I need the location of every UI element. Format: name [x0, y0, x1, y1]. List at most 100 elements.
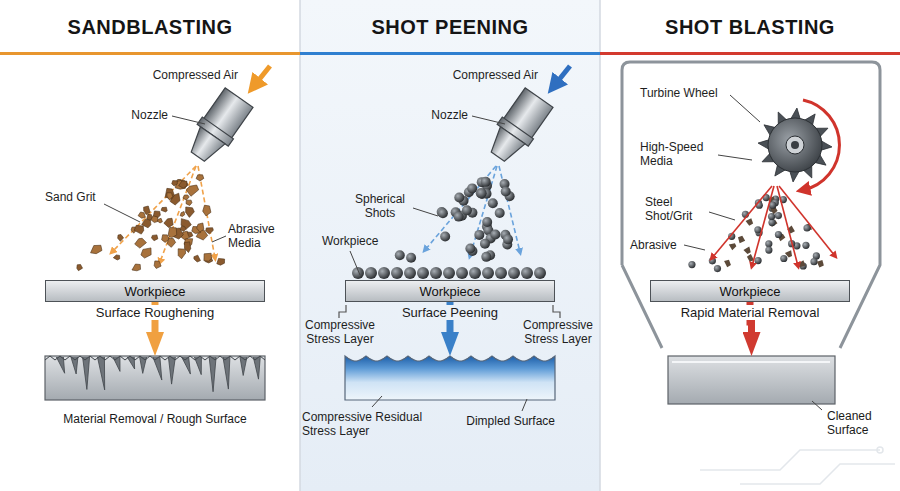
callout-label: Turbine Wheel	[640, 86, 718, 100]
steel-shot	[378, 267, 390, 279]
grit-particle	[147, 214, 152, 220]
circuit-decoration	[740, 464, 895, 484]
steel-shot	[395, 250, 405, 260]
blast-media	[724, 260, 731, 268]
blast-media	[688, 261, 695, 268]
steel-shot	[521, 267, 533, 279]
leader-lines	[718, 155, 752, 160]
spray-arrows	[425, 166, 496, 250]
grit-particle	[187, 232, 192, 237]
panel-heading: SHOT BLASTING	[600, 16, 900, 39]
grit-particle	[196, 175, 204, 181]
spray-arrows	[112, 166, 520, 262]
grit-particle	[179, 181, 187, 188]
result-block: Material Removal / Rough Surface	[45, 356, 265, 400]
header-bars	[0, 52, 300, 55]
housing	[622, 62, 880, 348]
workpiece-label: Workpiece	[719, 284, 780, 299]
stress-brackets	[339, 305, 346, 318]
callout-label: Compressive Residual Stress Layer	[302, 410, 442, 439]
callout-label: Abrasive	[630, 238, 677, 252]
blast-media	[754, 226, 761, 233]
grit-particle	[151, 235, 157, 241]
cleaned-block	[672, 361, 830, 363]
air-arrows	[254, 66, 270, 86]
circuit-decoration	[700, 450, 880, 470]
leader-lines	[413, 208, 438, 216]
leader-lines	[472, 116, 505, 124]
result-block: Cleaned Surface	[668, 356, 835, 404]
header-bars	[0, 52, 900, 55]
blast-arrows	[752, 186, 774, 266]
steel-shot	[476, 188, 486, 198]
grit-particle	[203, 205, 211, 216]
callout-label: Compressive Stress Layer	[518, 318, 598, 347]
blast-media	[802, 242, 809, 249]
rough-surface	[253, 357, 260, 379]
turbine-wheel	[791, 141, 799, 149]
nozzle	[482, 87, 554, 168]
nozzle	[186, 127, 225, 166]
grit-particle	[167, 238, 175, 247]
rough-surface	[168, 357, 175, 384]
leader-lines	[730, 95, 760, 122]
circuit-decoration	[877, 447, 883, 453]
result-label: Dimpled Surface	[466, 414, 555, 428]
steel-shot	[481, 177, 491, 187]
rough-surface	[223, 357, 230, 389]
steel-shot	[365, 267, 377, 279]
steel-shot	[534, 267, 546, 279]
turbine-wheel	[786, 136, 804, 154]
cleaned-block	[668, 356, 835, 404]
steel-shot	[443, 267, 455, 279]
rough-surface	[45, 356, 265, 400]
turbine-wheel	[768, 118, 822, 172]
air-arrows	[554, 66, 570, 86]
grit-particle	[161, 207, 167, 212]
blast-media	[729, 243, 737, 250]
grit-particle	[167, 193, 173, 201]
panel-heading: SHOT PEENING	[300, 16, 600, 39]
leader-lines	[372, 396, 382, 407]
grit-particle	[135, 238, 147, 248]
header-bars	[600, 52, 900, 55]
blast-arrows	[712, 186, 772, 258]
rough-surface	[97, 357, 104, 390]
steel-shot	[462, 205, 472, 215]
steel-shot	[438, 208, 448, 218]
steel-shot	[352, 267, 364, 279]
leader-lines	[172, 116, 205, 124]
grit-particle	[134, 225, 144, 234]
grit-particle	[217, 258, 225, 265]
callout-label: Nozzle	[418, 108, 468, 122]
circuit-decoration	[700, 447, 895, 484]
callout-label: Compressive Stress Layer	[300, 318, 380, 347]
stress-brackets	[553, 305, 560, 318]
rotation-arrow	[803, 100, 839, 190]
step-label: Rapid Material Removal	[677, 305, 824, 320]
compressive-layer	[345, 356, 555, 400]
steel-shot	[467, 183, 477, 193]
blast-arrows	[777, 186, 798, 266]
grit-particle	[186, 200, 192, 205]
blast-media	[817, 260, 824, 267]
steel-shot	[482, 267, 494, 279]
grit-particle	[164, 218, 173, 227]
grit-particle	[206, 228, 214, 234]
cleaned-block	[668, 356, 835, 404]
result-label: Cleaned Surface	[827, 409, 891, 438]
grit-particle	[158, 218, 163, 223]
result-block: Dimpled Surface	[345, 356, 555, 400]
blast-media	[738, 236, 745, 244]
blast-media	[754, 257, 761, 264]
steel-shot	[503, 234, 513, 244]
grit-particle	[141, 248, 151, 258]
panel-grounds	[300, 0, 600, 491]
callout-label: Sand Grit	[45, 190, 96, 204]
blast-media	[765, 240, 772, 247]
callout-label: Abrasive Media	[228, 222, 290, 251]
compressive-layer	[345, 356, 555, 400]
